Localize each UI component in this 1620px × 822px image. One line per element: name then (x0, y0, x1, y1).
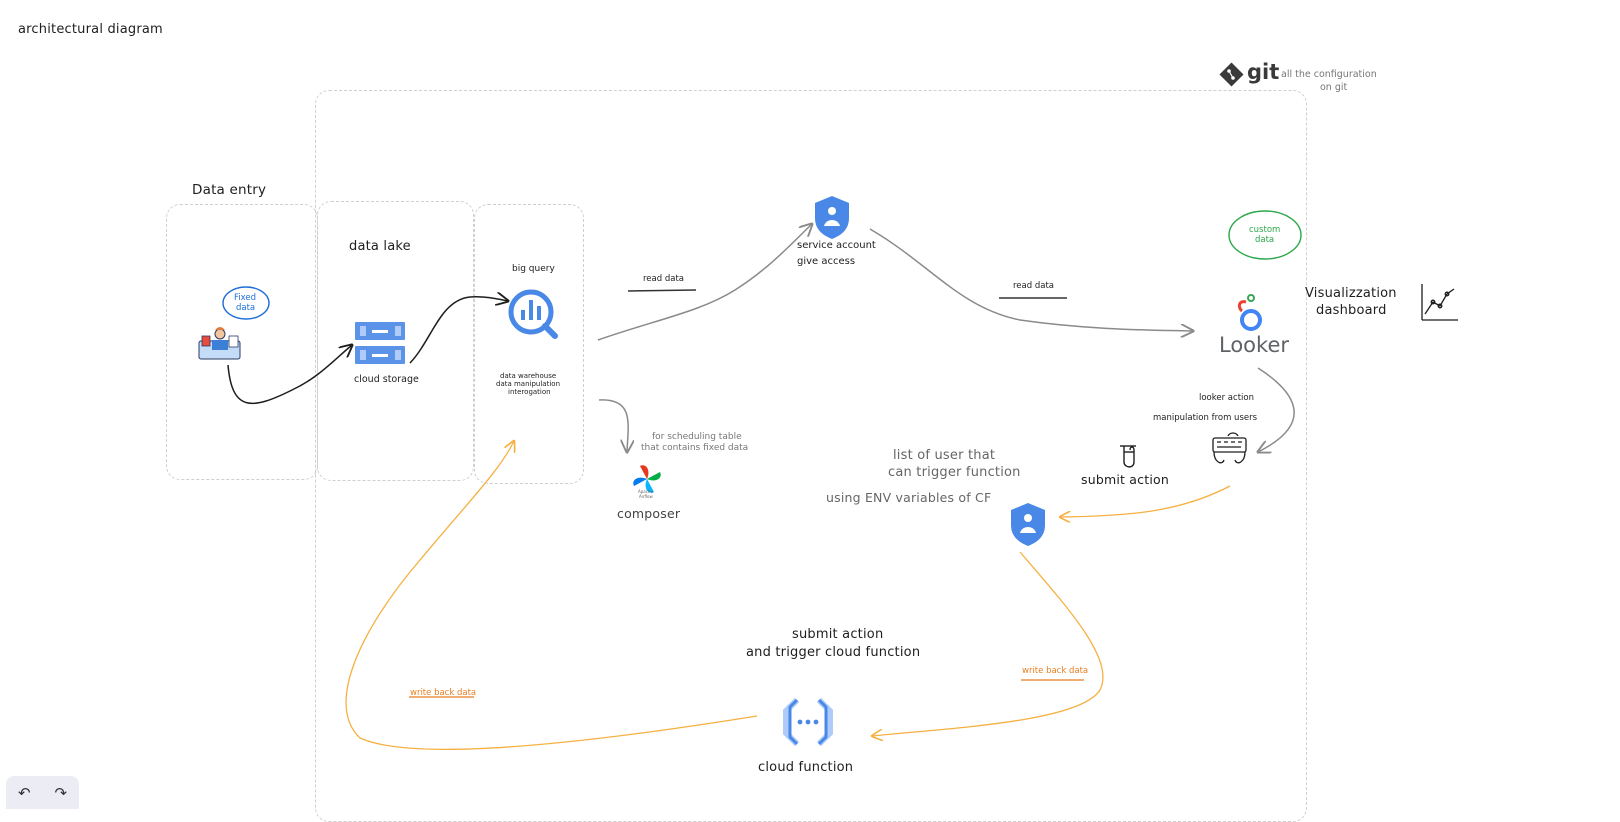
submit-trigger-line2: and trigger cloud function (746, 645, 921, 660)
user-list-shield-icon (1011, 503, 1045, 546)
arrow-looker-to-action[interactable] (1258, 367, 1295, 452)
arrow-user-list-to-cloud-function[interactable] (872, 551, 1104, 736)
page-title: architectural diagram (18, 22, 163, 37)
custom-data-line2: data (1255, 235, 1275, 245)
read-data-label-2: read data (1013, 281, 1054, 291)
arrow-action-to-user-list[interactable] (1060, 485, 1231, 517)
visualization-line2: dashboard (1316, 303, 1387, 318)
cloud-storage-label: cloud storage (354, 374, 419, 385)
dashboard-chart-icon (1421, 284, 1458, 321)
write-back-label-2: write back data (1022, 666, 1089, 676)
arrow-user-to-storage[interactable] (227, 345, 352, 404)
data-entry-label: Data entry (192, 182, 267, 198)
fixed-data-line1: Fixed (234, 293, 257, 303)
hand-tap-icon (1120, 445, 1136, 468)
undo-button[interactable]: ↶ (12, 784, 37, 802)
fixed-data-line2: data (236, 303, 256, 313)
custom-data-line1: custom (1249, 225, 1281, 235)
looker-wordmark: Looker (1219, 333, 1289, 357)
user-list-line2: can trigger function (888, 465, 1021, 480)
env-variables-label: using ENV variables of CF (826, 490, 992, 505)
arrow-cloud-function-to-bigquery[interactable] (345, 441, 758, 750)
scheduling-line2: that contains fixed data (641, 443, 749, 453)
looker-action-label: looker action (1199, 393, 1254, 403)
big-query-label: big query (512, 264, 555, 274)
submit-trigger-line1: submit action (792, 627, 884, 642)
arrow-storage-to-bigquery[interactable] (409, 297, 508, 364)
data-lake-frame (317, 201, 474, 481)
service-account-line2: give access (797, 256, 856, 267)
arrow-bigquery-to-service-account[interactable] (597, 224, 812, 341)
keyboard-hands-icon (1212, 432, 1247, 464)
cloud-function-label: cloud function (758, 760, 854, 775)
git-note-line2: on git (1320, 82, 1348, 93)
composer-label: composer (617, 506, 681, 521)
arrow-bigquery-to-composer[interactable] (598, 399, 628, 452)
service-account-line1: service account (797, 240, 876, 251)
data-entry-user-icon (198, 327, 241, 360)
custom-data-bubble (1228, 210, 1302, 260)
scheduling-line1: for scheduling table (652, 432, 742, 442)
manipulation-users-label: manipulation from users (1153, 413, 1258, 423)
airflow-caption-line2: Airflow (639, 494, 653, 499)
visualization-line1: Visualizzation (1305, 286, 1397, 301)
fixed-data-bubble (222, 286, 270, 320)
arrow-service-account-to-looker[interactable] (869, 228, 1193, 331)
warehouse-line3: interogation (508, 388, 551, 396)
data-lake-label: data lake (349, 239, 411, 254)
git-logo-text: git (1247, 60, 1280, 84)
cloud-function-icon (783, 697, 833, 747)
read-data-label-1: read data (643, 274, 684, 284)
user-list-line1: list of user that (893, 448, 996, 463)
git-logo-icon (1219, 62, 1244, 87)
git-note-line1: all the configuration (1281, 69, 1377, 80)
cloud-storage-icon (355, 322, 405, 364)
warehouse-line2: data manipulation (496, 380, 561, 388)
big-query-frame (474, 204, 584, 484)
airflow-composer-icon (633, 465, 661, 493)
history-controls: ↶ ↷ (6, 776, 79, 809)
looker-logo-icon (1237, 294, 1262, 331)
submit-action-label: submit action (1081, 472, 1169, 487)
warehouse-line1: data warehouse (500, 372, 557, 380)
redo-button[interactable]: ↷ (48, 784, 73, 802)
airflow-caption-line1: Apache (638, 489, 653, 494)
write-back-label-1: write back data (410, 688, 477, 698)
bigquery-icon (508, 289, 558, 339)
service-account-icon (815, 196, 849, 239)
